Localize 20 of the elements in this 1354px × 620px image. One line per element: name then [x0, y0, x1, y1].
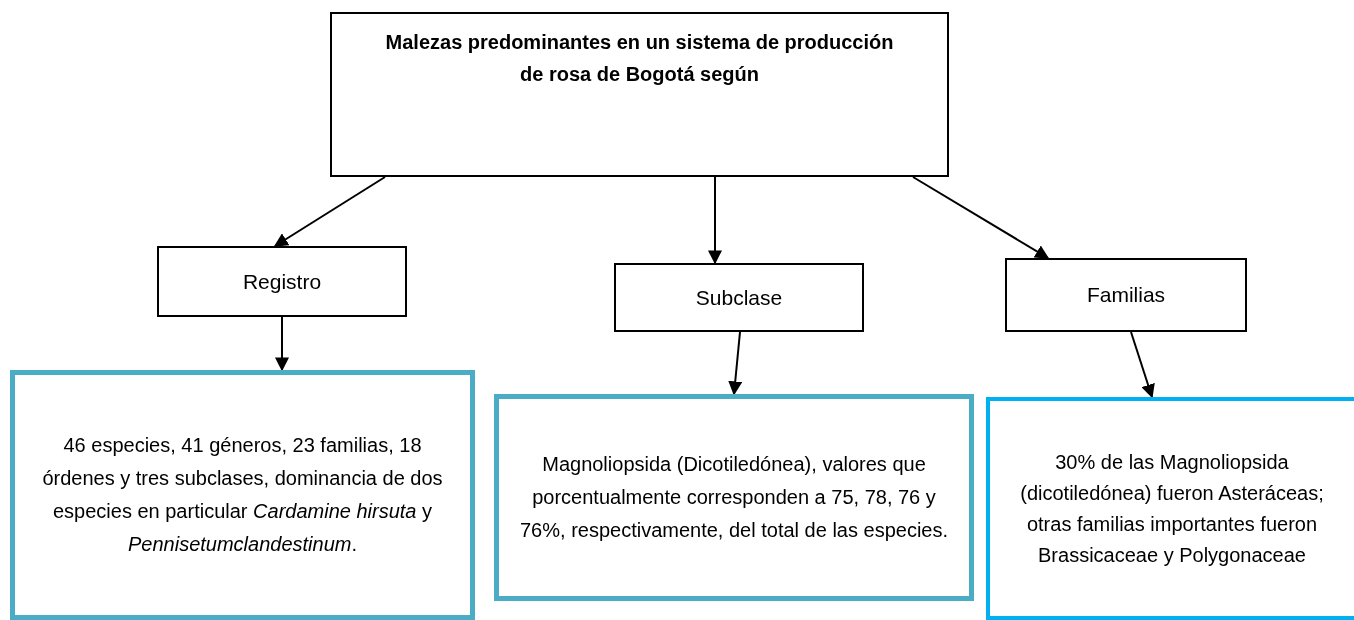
text-box: [10, 370, 475, 620]
box-text: Familias: [1086, 282, 1166, 308]
arrow: [1130, 331, 1155, 399]
title-box: [330, 12, 949, 177]
box-text: Magnoliopsida (Dicotiledónea), valores que porcentualmente corresponden a 75, 78, 76 y 76%, respectivamente, del total de las especies.: [519, 452, 949, 543]
arrow: [275, 316, 289, 372]
arrow: [728, 331, 743, 396]
arrow: [912, 176, 1050, 259]
box-text: 46 especies, 41 géneros, 23 familias, 18 órdenes y tres subclases, dominancia de dos especies en particular Cardamine hirsuta y Pennisetumclandestinum.: [41, 433, 444, 557]
text-box: [1005, 258, 1247, 332]
box-text: 30% de las Magnoliopsida (dicotiledónea) fueron Asteráceas; otras familias importantes fueron Brassicaceae y Polygonaceae: [1019, 449, 1325, 568]
arrow: [708, 176, 722, 265]
text-box: [614, 263, 864, 332]
title-text: Malezas predominantes en un sistema de producción de rosa de Bogotá según: [384, 30, 895, 87]
text-box: [157, 246, 407, 317]
box-text: Registro: [242, 268, 322, 295]
text-box: [986, 397, 1354, 620]
arrow: [273, 176, 386, 247]
text-box: [494, 394, 974, 601]
box-text: Subclase: [695, 284, 783, 311]
